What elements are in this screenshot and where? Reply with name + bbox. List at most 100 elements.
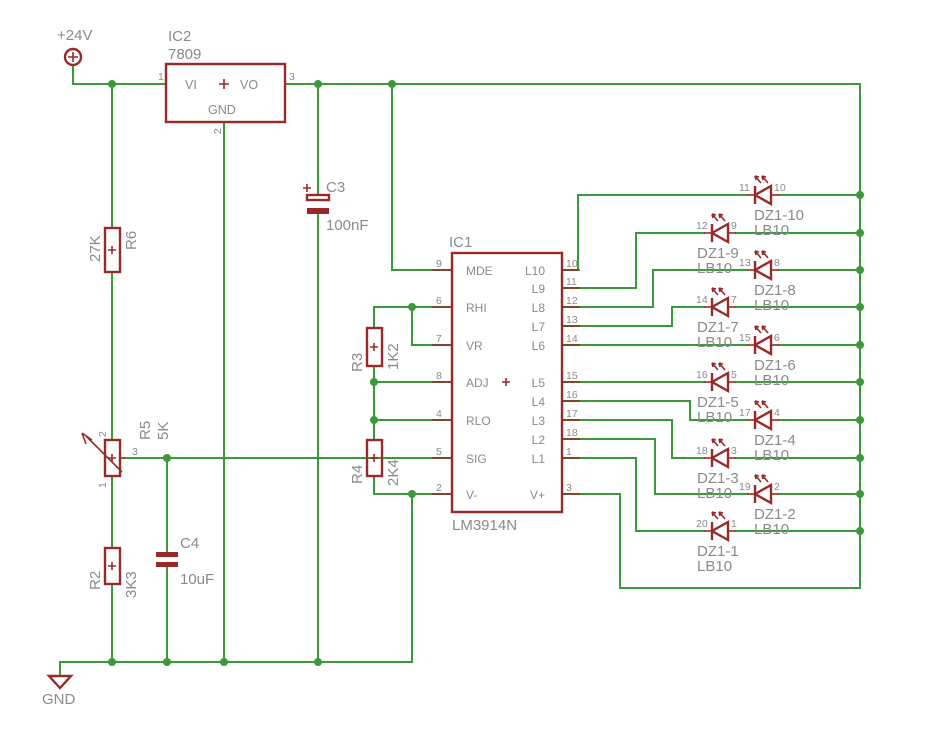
ic1-pin-label-sig: SIG	[466, 452, 487, 466]
diode-triangle	[709, 519, 730, 543]
led-pin-number: 6	[774, 332, 780, 344]
emission-arrow	[754, 175, 762, 184]
ic1-pin-label-l7: L7	[532, 320, 546, 334]
emission-arrow	[754, 250, 762, 259]
driver-ic1: IC1 LM3914N MDE9RHI6VR7ADJ8RLO4SIG5V-2L1…	[432, 234, 580, 534]
emission-arrow	[711, 213, 719, 222]
junction	[856, 490, 864, 498]
emission-arrow	[754, 325, 762, 334]
resistor-r2: R2 3K3	[87, 546, 140, 598]
led-pin-number: 3	[731, 445, 737, 457]
ic2-pin-num-vo: 3	[289, 71, 295, 83]
led-name: DZ1-8	[754, 282, 796, 299]
r3-value: 1K2	[385, 343, 402, 370]
emission-arrow	[761, 400, 769, 409]
led-pin-number: 17	[739, 407, 751, 419]
ground-label: GND	[42, 691, 76, 708]
led-pin-number: 16	[696, 369, 708, 381]
junction	[856, 527, 864, 535]
junction	[370, 378, 378, 386]
led-pin-number: 10	[774, 182, 786, 194]
led-name: DZ1-7	[697, 319, 739, 336]
c4-name: C4	[180, 535, 199, 552]
ic1-pin-label-l1: L1	[532, 452, 546, 466]
emission-arrow	[718, 511, 726, 520]
led-pin-number: 20	[696, 518, 708, 530]
junction	[388, 80, 396, 88]
capacitor-c3: C3 100nF	[303, 179, 369, 234]
wire-vplus	[561, 493, 861, 589]
r5-pin-2: 2	[97, 431, 109, 437]
diode-triangle	[709, 295, 730, 319]
regulator-ic2: IC2 7809 VI VO GND 1 3 2	[158, 28, 295, 134]
wire-l8	[561, 269, 748, 308]
led-pin-number: 15	[739, 332, 751, 344]
wire-l9	[561, 232, 705, 289]
resistor-r6: 27K R6	[87, 226, 140, 274]
wire-rhi	[373, 306, 453, 329]
wire-24v-input	[72, 65, 167, 85]
r4-name: R4	[349, 465, 366, 484]
junction	[163, 454, 171, 462]
r2-value: 3K3	[123, 571, 140, 598]
ground-symbol: GND	[42, 674, 76, 708]
ic2-pin-gnd: GND	[208, 103, 236, 117]
emission-arrow	[761, 325, 769, 334]
diode-triangle	[709, 446, 730, 470]
junction	[163, 658, 171, 666]
ic1-pin-label-l6: L6	[532, 339, 546, 353]
resistor-r3: R3 1K2	[349, 326, 402, 372]
r5-pin-3: 3	[132, 446, 138, 458]
diode-triangle	[752, 408, 773, 432]
wire-l4	[561, 400, 748, 421]
junction	[856, 303, 864, 311]
led-value: LB10	[754, 297, 789, 314]
ic1-pin-label-l5: L5	[532, 376, 546, 390]
r5-pin-1: 1	[97, 482, 109, 488]
led-value: LB10	[754, 372, 789, 389]
ic1-pin-number: 11	[566, 276, 577, 288]
r6-value: 27K	[87, 235, 104, 262]
junction	[856, 229, 864, 237]
potentiometer-r5: R5 5K 1 2 3	[81, 421, 172, 488]
ic1-pin-label-mde: MDE	[466, 264, 493, 278]
ic1-pin-number: 12	[566, 295, 578, 307]
ic1-pin-label-l10: L10	[525, 264, 545, 278]
ic1-pin-label-l2: L2	[532, 433, 546, 447]
ic1-name: IC1	[449, 234, 472, 251]
resistor-r4: R4 2K4	[349, 438, 402, 486]
wire-ground-bus	[59, 493, 413, 663]
emission-arrow	[718, 287, 726, 296]
ic2-pin-vi: VI	[185, 78, 197, 92]
led-name: DZ1-2	[754, 506, 796, 523]
wire-l3	[561, 419, 705, 459]
r3-name: R3	[349, 353, 366, 372]
led-value: LB10	[697, 558, 732, 575]
ic1-pin-number: 7	[436, 333, 442, 345]
ic1-pin-number: 10	[566, 258, 578, 270]
diode-triangle	[752, 333, 773, 357]
ic1-pin-number: 1	[566, 446, 572, 458]
led-name: DZ1-6	[754, 357, 796, 374]
ic1-pin-label-adj: ADJ	[466, 376, 489, 390]
ic2-pin-vo: VO	[240, 78, 258, 92]
diode-triangle	[752, 183, 773, 207]
led-pin-number: 9	[731, 220, 737, 232]
led-name: DZ1-4	[754, 432, 796, 449]
led-name: DZ1-10	[754, 207, 804, 224]
wire-vr	[411, 306, 453, 346]
led-pin-number: 4	[774, 407, 780, 419]
emission-arrow	[711, 362, 719, 371]
led-pin-number: 5	[731, 369, 737, 381]
diode-triangle	[752, 482, 773, 506]
led-pin-number: 7	[731, 294, 737, 306]
junction	[408, 490, 416, 498]
supply-label: +24V	[57, 27, 92, 44]
